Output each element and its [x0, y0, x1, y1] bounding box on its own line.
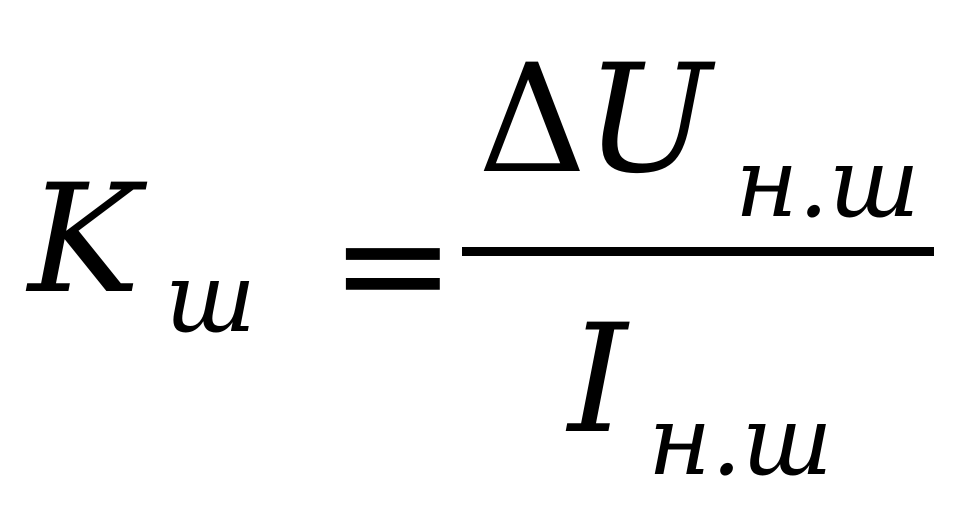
denominator-variable-i: I [568, 293, 628, 467]
numerator-delta: Δ [478, 33, 587, 207]
fraction-bar [462, 247, 934, 256]
lhs-variable-k: K [28, 153, 141, 327]
lhs-subscript: ш [165, 242, 256, 354]
equals-sign: = [330, 178, 456, 352]
numerator-subscript: н.ш [735, 127, 920, 239]
denominator-subscript: н.ш [648, 385, 833, 497]
numerator-variable-u: U [585, 33, 712, 207]
